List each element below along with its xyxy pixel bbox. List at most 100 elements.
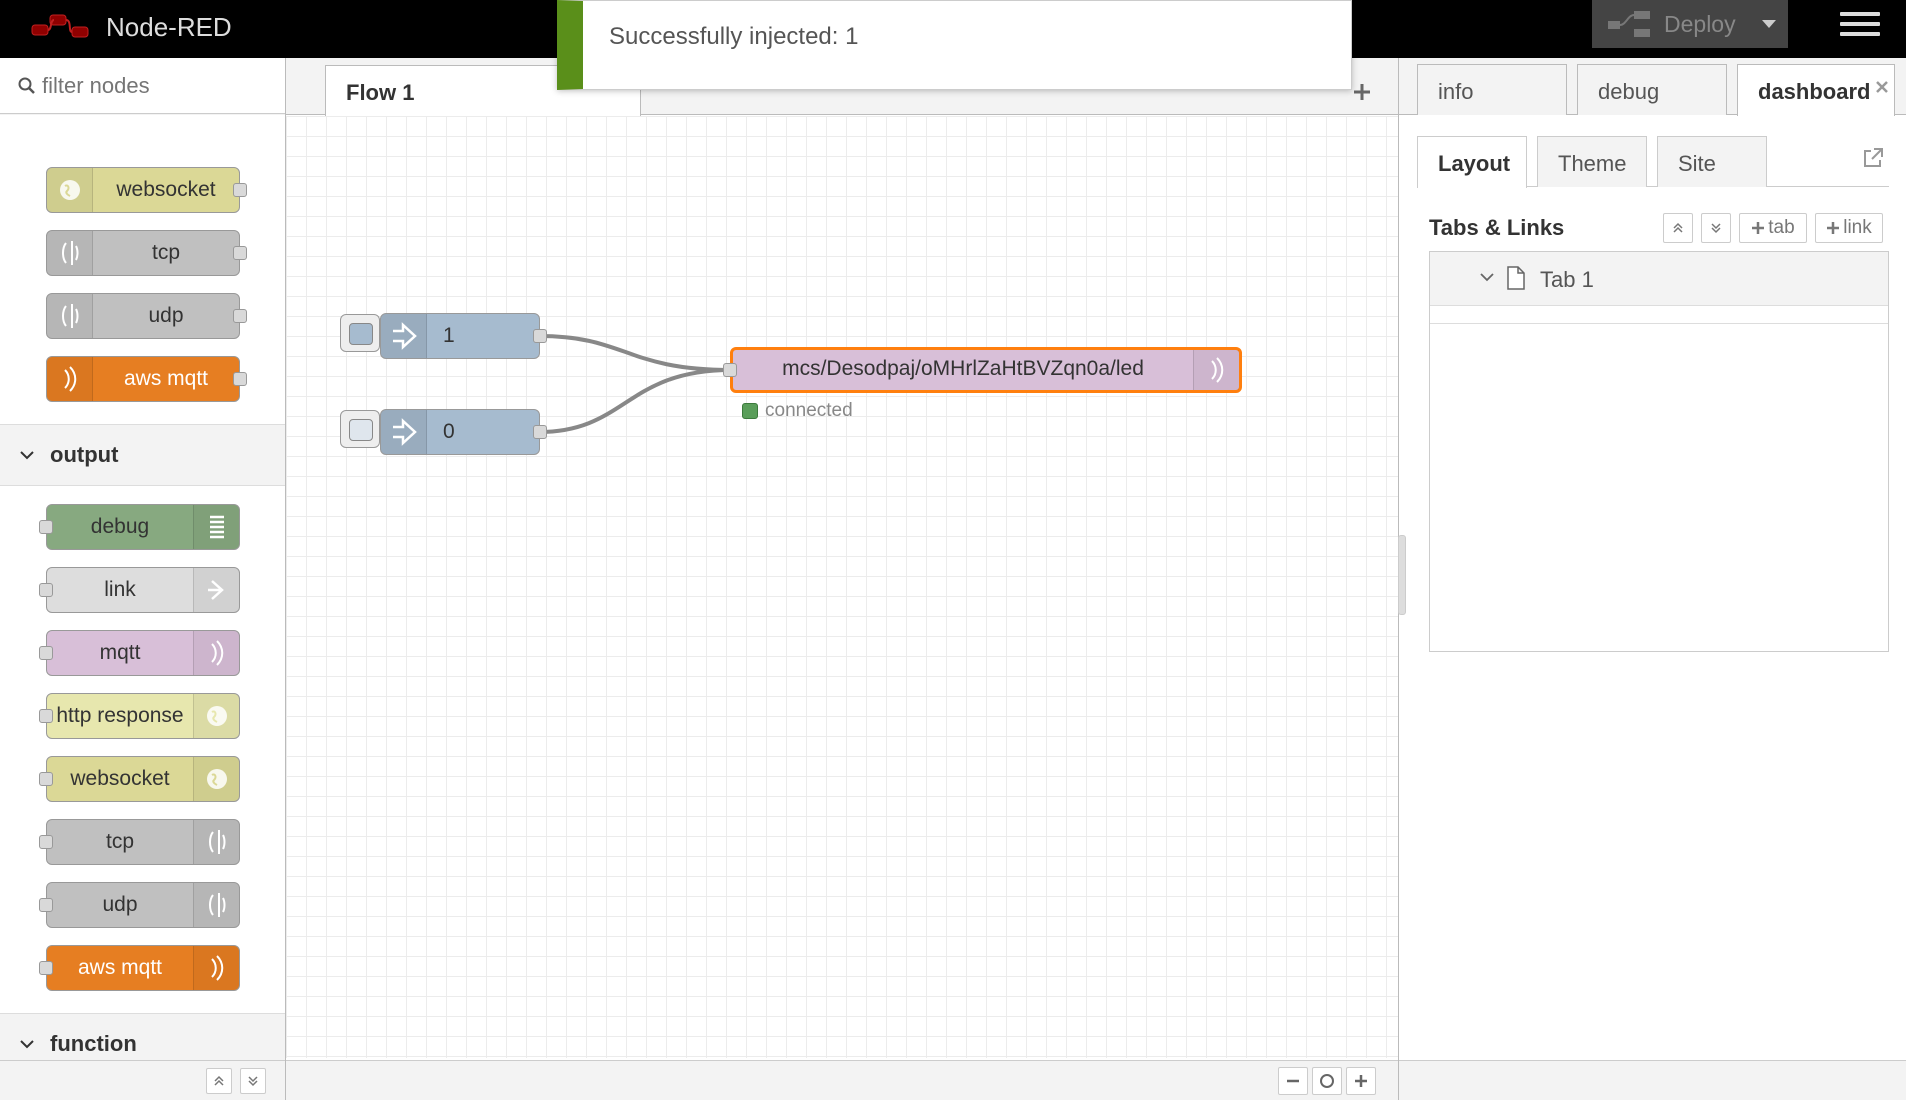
search-icon (18, 77, 35, 94)
palette-node-tcp-out[interactable]: tcp (39, 819, 240, 865)
plus-icon (1827, 222, 1840, 234)
palette-node-udp-in[interactable]: udp (46, 293, 247, 339)
deploy-icon (1608, 11, 1650, 37)
output-port[interactable] (233, 183, 247, 197)
double-chevron-down-icon (248, 1076, 258, 1087)
inject-node-1[interactable]: 1 (380, 313, 547, 359)
tab-debug[interactable]: debug (1577, 64, 1727, 115)
list-icon (193, 505, 239, 549)
tab-flow-1[interactable]: Flow 1 (325, 65, 641, 116)
inject-arrow-icon (381, 410, 427, 454)
input-port[interactable] (39, 520, 53, 534)
zoom-in-button[interactable] (1346, 1067, 1376, 1095)
tab-site[interactable]: Site (1657, 136, 1767, 187)
tree-item-tab[interactable]: Tab 1 (1430, 252, 1888, 306)
signal-icon (193, 631, 239, 675)
notification-message: Successfully injected: 1 (609, 23, 859, 50)
bridge-icon (47, 294, 93, 338)
palette-node-label: udp (102, 893, 138, 916)
output-port[interactable] (533, 425, 547, 439)
tabs-tree: Tab 1 (1429, 251, 1889, 652)
add-link-button[interactable]: link (1815, 213, 1883, 243)
palette-node-label: debug (90, 515, 150, 538)
app-logo: Node-RED (30, 12, 232, 43)
wire-inject2-to-mqtt (538, 368, 732, 434)
palette-node-udp-out[interactable]: udp (39, 882, 240, 928)
output-port[interactable] (233, 372, 247, 386)
tab-info[interactable]: info (1417, 64, 1567, 115)
tab-layout[interactable]: Layout (1417, 136, 1527, 188)
palette-node-link-out[interactable]: link (39, 567, 240, 613)
move-up-button[interactable] (1663, 213, 1693, 243)
category-output-header[interactable]: output (0, 424, 285, 486)
signal-icon (193, 946, 239, 990)
deploy-button[interactable]: Deploy (1592, 0, 1788, 48)
palette-node-debug[interactable]: debug (39, 504, 240, 550)
palette-node-tcp-in[interactable]: tcp (46, 230, 247, 276)
zoom-reset-button[interactable] (1312, 1067, 1342, 1095)
inject-node-0[interactable]: 0 (380, 409, 547, 455)
file-icon (1507, 266, 1525, 290)
palette-content: websocket tcp udp aws mqtt (0, 115, 285, 1060)
node-label: 1 (443, 324, 455, 347)
collapse-all-button[interactable] (206, 1068, 232, 1094)
input-port[interactable] (39, 835, 53, 849)
external-link-icon[interactable] (1862, 147, 1884, 169)
input-port[interactable] (723, 363, 737, 377)
right-sidebar: info debug dashboard Layout Theme Site T… (1398, 58, 1906, 1100)
main-menu-button[interactable] (1840, 12, 1880, 40)
inject-button[interactable] (340, 314, 380, 352)
add-tab-label: tab (1768, 217, 1795, 238)
palette-node-mqtt-out[interactable]: mqtt (39, 630, 240, 676)
sidebar-footer (1399, 1060, 1906, 1100)
palette-footer (0, 1060, 285, 1100)
output-port[interactable] (233, 246, 247, 260)
chevron-down-icon (20, 451, 34, 460)
input-port[interactable] (39, 583, 53, 597)
tab-dashboard[interactable]: dashboard (1737, 64, 1895, 116)
filter-nodes-input[interactable] (42, 72, 262, 99)
palette-node-label: tcp (105, 830, 134, 853)
tab-theme[interactable]: Theme (1537, 136, 1647, 187)
palette-search (0, 58, 285, 114)
input-port[interactable] (39, 646, 53, 660)
input-port[interactable] (39, 898, 53, 912)
palette-node-label: websocket (70, 767, 170, 790)
inject-arrow-icon (381, 314, 427, 358)
bridge-icon (193, 820, 239, 864)
sidebar-resize-handle[interactable] (1398, 535, 1406, 615)
category-function-header[interactable]: function (0, 1013, 285, 1060)
mqtt-out-node[interactable]: mcs/Desodpaj/oMHrlZaHtBVZqn0a/led (723, 347, 1242, 393)
palette-node-websocket-out[interactable]: websocket (39, 756, 240, 802)
palette-node-aws-mqtt-out[interactable]: aws mqtt (39, 945, 240, 991)
input-port[interactable] (39, 961, 53, 975)
flow-canvas[interactable]: 1 0 mcs/Desodpaj/oMHrlZaHtBVZqn0a/led co… (286, 116, 1398, 1058)
double-chevron-down-icon (1711, 223, 1721, 234)
output-port[interactable] (233, 309, 247, 323)
output-port[interactable] (533, 329, 547, 343)
tree-item-label: Tab 1 (1540, 267, 1594, 292)
input-port[interactable] (39, 772, 53, 786)
chevron-down-icon (20, 1040, 34, 1049)
chevron-down-icon[interactable] (1480, 272, 1494, 282)
deploy-label: Deploy (1664, 10, 1736, 37)
add-flow-button[interactable] (1342, 72, 1382, 112)
input-port[interactable] (39, 709, 53, 723)
zoom-out-button[interactable] (1278, 1067, 1308, 1095)
palette-node-websocket-in[interactable]: websocket (46, 167, 247, 213)
expand-all-button[interactable] (240, 1068, 266, 1094)
palette-node-http-response[interactable]: http response (39, 693, 240, 739)
wires (538, 334, 732, 434)
node-label: mcs/Desodpaj/oMHrlZaHtBVZqn0a/led (782, 357, 1144, 380)
category-label: function (50, 1031, 137, 1056)
sidebar-tabs: info debug dashboard (1399, 58, 1906, 116)
plus-icon (1355, 1075, 1367, 1087)
close-icon[interactable] (1874, 79, 1890, 95)
add-tab-button[interactable]: tab (1739, 213, 1807, 243)
globe-icon (193, 757, 239, 801)
palette-node-aws-mqtt-in[interactable]: aws mqtt (46, 356, 247, 402)
deploy-dropdown-caret-icon[interactable] (1761, 20, 1776, 28)
move-down-button[interactable] (1701, 213, 1731, 243)
inject-button[interactable] (340, 410, 380, 448)
node-palette: websocket tcp udp aws mqtt (0, 58, 286, 1100)
